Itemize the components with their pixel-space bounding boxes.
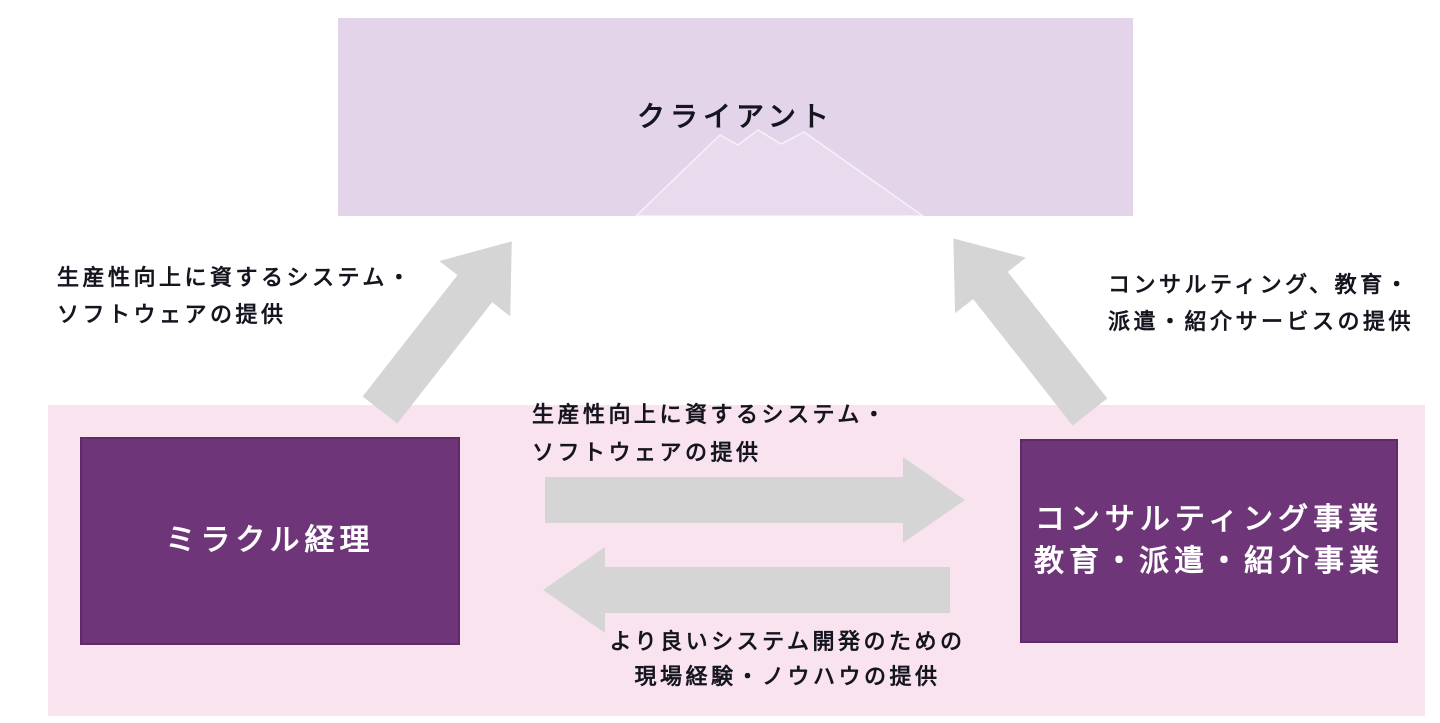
consulting-business-box: コンサルティング事業 教育・派遣・紹介事業 bbox=[1020, 439, 1398, 643]
miracle-keiri-box: ミラクル経理 bbox=[80, 437, 460, 645]
consulting-business-label-line1: コンサルティング事業 bbox=[1034, 503, 1384, 536]
label-miracle-to-consulting-line2: ソフトウェアの提供 bbox=[532, 440, 762, 465]
mountain-watermark-icon bbox=[634, 129, 925, 216]
client-box: クライアント bbox=[338, 18, 1133, 216]
label-consulting-to-miracle-line2: 現場経験・ノウハウの提供 bbox=[634, 664, 941, 689]
label-miracle-to-consulting: 生産性向上に資するシステム・ ソフトウェアの提供 bbox=[532, 396, 888, 472]
consulting-business-label-line2: 教育・派遣・紹介事業 bbox=[1034, 545, 1384, 578]
label-miracle-to-consulting-line1: 生産性向上に資するシステム・ bbox=[532, 402, 889, 427]
miracle-keiri-label: ミラクル経理 bbox=[165, 524, 375, 557]
label-consulting-to-client: コンサルティング、教育・ 派遣・紹介サービスの提供 bbox=[1108, 266, 1414, 340]
label-miracle-to-client-line2: ソフトウェアの提供 bbox=[57, 302, 287, 327]
label-consulting-to-client-line2: 派遣・紹介サービスの提供 bbox=[1108, 309, 1415, 334]
label-consulting-to-miracle-line1: より良いシステム開発のための bbox=[609, 629, 966, 654]
label-miracle-to-client: 生産性向上に資するシステム・ ソフトウェアの提供 bbox=[57, 259, 413, 333]
label-consulting-to-client-line1: コンサルティング、教育・ bbox=[1108, 272, 1412, 297]
client-box-label: クライアント bbox=[637, 101, 834, 132]
label-consulting-to-miracle: より良いシステム開発のための 現場経験・ノウハウの提供 bbox=[560, 624, 1015, 694]
label-miracle-to-client-line1: 生産性向上に資するシステム・ bbox=[57, 265, 414, 290]
